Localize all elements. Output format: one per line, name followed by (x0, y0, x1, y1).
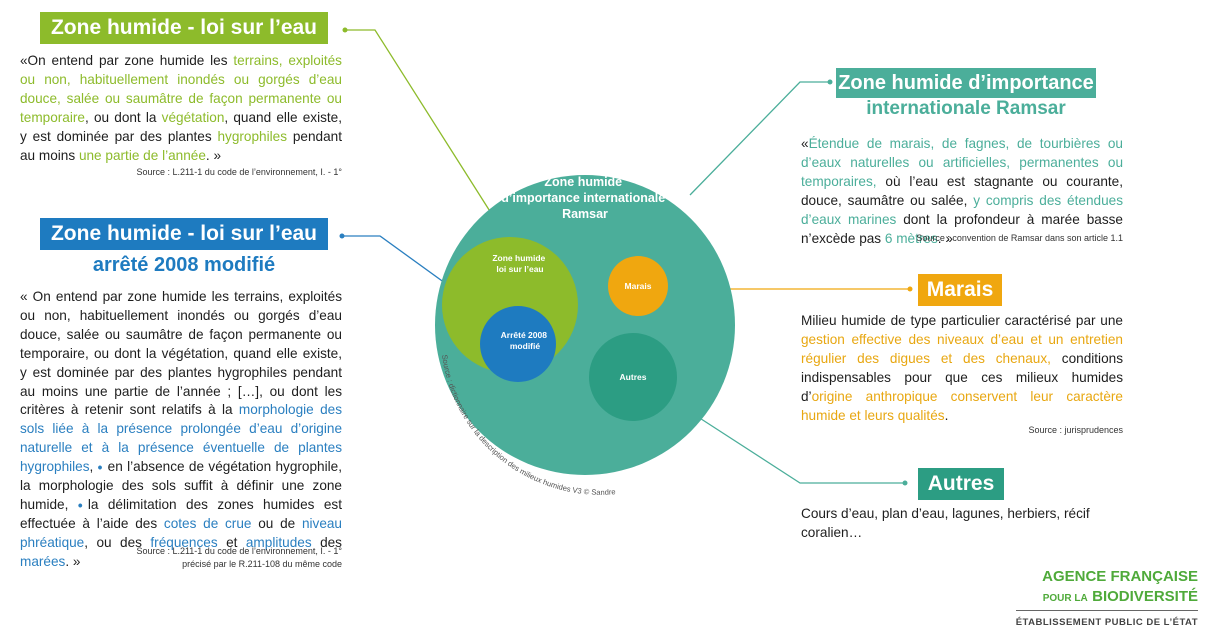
arrete-label-1: Arrêté 2008 (501, 330, 548, 340)
box2-bullet-2: •la délimitation des zones humides est e… (20, 496, 342, 569)
box3-source: Source : convention de Ramsar dans son a… (916, 233, 1123, 243)
box1-text: «On entend par zone humide les terrains,… (20, 53, 342, 163)
box1-title: Zone humide - loi sur l’eau (40, 12, 328, 44)
autres-label: Autres (620, 372, 647, 382)
box2-title: Zone humide - loi sur l’eau (40, 218, 328, 250)
box1-source: Source : L.211-1 du code de l’environnem… (136, 167, 342, 177)
connector-autres (694, 414, 905, 484)
connector-green (345, 29, 506, 236)
box3-title: Zone humide d’importance (836, 68, 1096, 98)
box3-subtitle: internationale Ramsar (866, 98, 1066, 119)
box4-text: Milieu humide de type particulier caract… (801, 313, 1123, 423)
loi-eau-label-1: Zone humide (492, 253, 545, 263)
ramsar-label-3: Ramsar (562, 207, 608, 221)
logo-separator (1016, 610, 1198, 611)
box5-text: Cours d’eau, plan d’eau, lagunes, herbie… (801, 506, 1090, 540)
logo-line-2: POUR LA BIODIVERSITÉ (1042, 588, 1198, 605)
svg-text:Arrêté 2008 modifié: Arrêté 2008 modifié (501, 330, 550, 351)
loi-eau-label-2: loi sur l’eau (496, 264, 543, 274)
afb-logo: AGENCE FRANÇAISE POUR LA BIODIVERSITÉ ÉT… (1004, 566, 1200, 632)
svg-text:Zone humide d’importance i: Zone humide d’importance internationale … (501, 175, 668, 221)
ramsar-label-1: Zone humide (544, 175, 622, 189)
marais-circle (608, 256, 668, 316)
connector-teal (689, 81, 830, 196)
box2-subtitle: arrêté 2008 modifié (92, 254, 276, 276)
box3-text: «Étendue de marais, de fagnes, de tourbi… (801, 136, 1123, 246)
svg-text:Zone humide loi sur l’eau: Zone humide loi sur l’eau (492, 253, 547, 274)
box4-title: Marais (918, 274, 1002, 306)
logo-line-1: AGENCE FRANÇAISE (1042, 568, 1198, 585)
box2-source-2: précisé par le R.211-108 du même code (182, 559, 342, 569)
autres-circle (589, 333, 677, 421)
box2-source-1: Source : L.211-1 du code de l’environnem… (136, 546, 342, 556)
box2-text: « On entend par zone humide les terrains… (20, 289, 342, 569)
ramsar-label-2: d’importance internationale (501, 191, 665, 205)
marais-label: Marais (625, 281, 652, 291)
logo-line-3: ÉTABLISSEMENT PUBLIC DE L’ÉTAT (1015, 617, 1198, 628)
nested-circle-diagram: Zone humide d’importance internationale … (435, 175, 735, 497)
box5-title: Autres (918, 468, 1004, 500)
arrete-circle (480, 306, 556, 382)
box4-source: Source : jurisprudences (1028, 425, 1123, 435)
arrete-label-2: modifié (510, 341, 540, 351)
box2-bullet-1: •en l’absence de végétation hygrophile, … (20, 459, 342, 512)
